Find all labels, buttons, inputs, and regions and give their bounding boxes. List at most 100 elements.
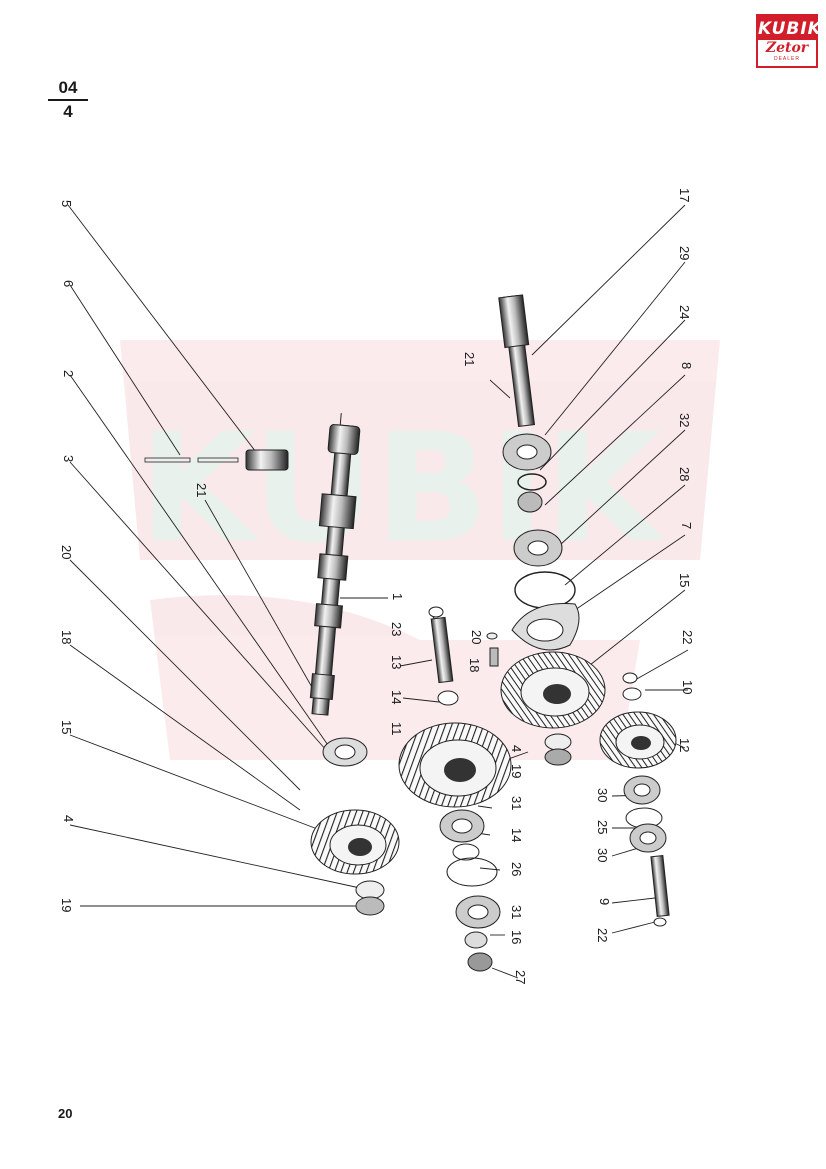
washer-10 <box>622 687 642 701</box>
page-number: 20 <box>58 1106 73 1121</box>
callout-label: 13 <box>389 655 404 669</box>
callout-label: 18 <box>467 658 482 672</box>
gear-right-small <box>599 711 677 769</box>
callout-label: 30 <box>595 848 610 862</box>
leader-line <box>69 559 301 791</box>
page-code-group: 04 <box>58 78 78 97</box>
callout-label: 4 <box>61 815 76 822</box>
callout-label: 20 <box>469 630 484 644</box>
callout-label: 16 <box>509 930 524 944</box>
pins <box>144 457 239 463</box>
callout-label: 9 <box>597 898 612 905</box>
leader-line <box>67 204 263 461</box>
leader-line <box>539 319 686 471</box>
logo-brand: Zetor <box>765 40 809 56</box>
callout-label: 15 <box>59 720 74 734</box>
callout-label: 30 <box>595 788 610 802</box>
page-code-sheet: 4 <box>63 102 73 121</box>
watermark-swoosh <box>150 595 640 760</box>
watermark-text: KUBIK <box>139 402 666 576</box>
leader-line <box>204 499 326 711</box>
leader-line <box>69 284 181 456</box>
gear-right-large <box>500 651 606 729</box>
pin-13 <box>430 616 454 684</box>
callout-label: 14 <box>509 828 524 842</box>
callout-label: 18 <box>59 630 74 644</box>
page-code: 04 4 <box>46 78 90 122</box>
bolt <box>486 632 499 667</box>
leader-line <box>477 805 493 809</box>
callout-label: 12 <box>677 738 692 752</box>
flange-cover <box>322 737 368 767</box>
callout-label: 2 <box>61 370 76 377</box>
leader-line <box>399 659 433 667</box>
callout-label: 10 <box>680 680 695 694</box>
callout-label: 1 <box>390 593 405 600</box>
leader-line <box>589 589 686 666</box>
leader-line <box>531 204 686 356</box>
right-bearing-stack <box>623 775 670 927</box>
gear-left-large <box>310 809 400 875</box>
logo-sub: DEALER <box>773 56 800 62</box>
main-shaft <box>309 413 361 716</box>
leader-line <box>564 484 686 586</box>
bush-middle <box>544 733 572 766</box>
leader-line <box>634 649 689 681</box>
callout-labels: 5 6 2 3 20 18 15 4 19 21 1 23 13 14 11 2… <box>59 188 695 984</box>
leader-line <box>491 967 519 979</box>
bush-left <box>355 880 385 916</box>
callout-label: 21 <box>194 483 209 497</box>
washer-23 <box>428 606 444 618</box>
callout-label: 4 <box>509 745 524 752</box>
callout-label: 29 <box>677 246 692 260</box>
logo-bottom: Zetor DEALER <box>756 40 818 68</box>
callout-label: 23 <box>389 622 404 636</box>
callout-label: 15 <box>677 573 692 587</box>
callout-label: 27 <box>513 970 528 984</box>
leader-line <box>611 897 656 904</box>
callout-label: 24 <box>677 305 692 319</box>
callout-label: 22 <box>680 630 695 644</box>
kubik-zetor-logo: KUBIK Zetor DEALER <box>756 14 821 68</box>
watermark-band <box>120 340 720 560</box>
leader-line <box>69 374 331 749</box>
callout-label: 11 <box>389 722 404 736</box>
callout-label: 17 <box>677 188 692 202</box>
callout-label: 14 <box>389 690 404 704</box>
callout-label: 26 <box>509 862 524 876</box>
callout-label: 6 <box>61 280 76 287</box>
callout-label: 31 <box>509 796 524 810</box>
leader-line <box>574 534 686 611</box>
leader-line <box>544 261 686 436</box>
page-code-rule <box>48 99 88 101</box>
callout-label: 19 <box>509 764 524 778</box>
circlip-22 <box>622 672 638 684</box>
callout-label: 21 <box>462 352 477 366</box>
callout-label: 5 <box>59 200 74 207</box>
callout-label: 7 <box>679 522 694 529</box>
bearing-stack <box>439 809 501 972</box>
ring-14 <box>437 690 459 706</box>
callout-label: 31 <box>509 905 524 919</box>
callout-label: 20 <box>59 545 74 559</box>
leader-lines <box>67 204 689 979</box>
leader-line <box>489 379 511 399</box>
leader-line <box>559 429 686 546</box>
output-shaft <box>498 294 536 428</box>
leader-line <box>69 461 336 761</box>
logo-top: KUBIK <box>756 14 821 40</box>
leader-line <box>69 644 301 811</box>
gear-middle-large <box>398 722 512 808</box>
callout-label: 3 <box>61 455 76 462</box>
callout-label: 32 <box>677 413 692 427</box>
sleeve <box>245 449 289 471</box>
leader-line <box>69 734 321 831</box>
leader-line <box>611 921 656 934</box>
callout-label: 25 <box>595 820 610 834</box>
callout-label: 8 <box>679 362 694 369</box>
callout-label: 19 <box>59 898 74 912</box>
callout-label: 28 <box>677 467 692 481</box>
leader-line <box>544 374 686 506</box>
callout-label: 22 <box>595 928 610 942</box>
